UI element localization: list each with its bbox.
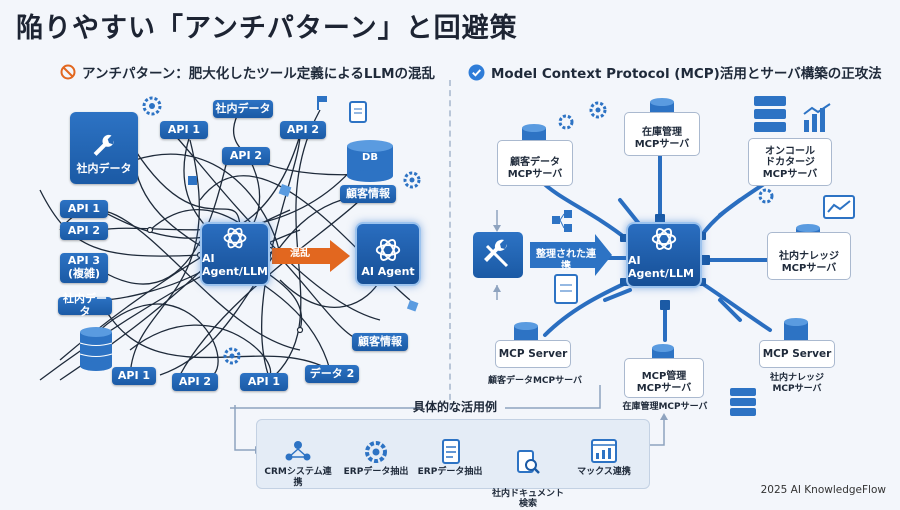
gear-icon: [365, 441, 387, 463]
usecase-label: 社内ドキュメント 検索: [491, 488, 564, 510]
server-rack-icon: [730, 388, 756, 416]
right-heading: Model Context Protocol (MCP)活用とサーバ構築の正攻法: [468, 62, 882, 82]
ai-agent-llm-mcp: AI Agent/LLM: [626, 222, 702, 288]
mcp-server-left-caption: 顧客データMCPサーバ: [487, 376, 583, 386]
network-icon: [552, 210, 572, 232]
check-icon: [468, 64, 485, 80]
usecase-max: マックス連携: [566, 439, 642, 478]
chart-window-icon: [823, 195, 855, 219]
left-heading-text: アンチパターン：肥大化したツール定義によるLLMの混乱: [82, 66, 436, 82]
section-divider: [449, 80, 451, 410]
data2-box: データ 2: [305, 365, 359, 383]
flag-icon: [317, 96, 327, 110]
ai-agent: AI Agent: [355, 222, 421, 286]
internal-data-tool: 社内データ: [70, 112, 138, 184]
gear-icon: [758, 188, 774, 204]
ai-agent-llm-confused: AI Agent/LLM: [200, 222, 270, 286]
api2-box: API 2: [60, 222, 108, 240]
organized-arrow: [530, 234, 612, 276]
usecase-title: 具体的な活用例: [412, 400, 497, 414]
usecase-doc-search: 社内ドキュメント 検索: [490, 439, 566, 510]
customer-info-box: 顧客情報: [352, 333, 408, 351]
gear-icon: [223, 347, 241, 365]
api2-box: API 2: [222, 147, 270, 165]
usecase-erp-gear: ERPデータ抽出: [338, 439, 414, 478]
usecase-crm: CRMシステム連携: [260, 439, 336, 489]
api1-box: API 1: [112, 367, 156, 385]
document-icon: [442, 439, 460, 464]
usecase-label: CRMシステム連携: [264, 467, 332, 488]
wrench-icon: [484, 239, 509, 268]
ai-knot-icon: [375, 239, 401, 261]
customer-data-mcp-server: 顧客データ MCPサーバ: [497, 140, 573, 186]
ai-knot-icon: [651, 228, 677, 250]
customer-info-box: 顧客情報: [340, 185, 396, 203]
api2-box: API 2: [172, 373, 218, 391]
wrench-icon: [93, 135, 115, 157]
oncall-mcp-server: オンコール ドカタージ MCPサーバ: [748, 138, 832, 186]
chart-window-icon: [591, 439, 617, 463]
mcp-server-right: MCP Server: [759, 340, 835, 368]
inventory-caption: 在庫管理MCPサーバ: [622, 402, 708, 412]
api1-box: API 1: [160, 121, 208, 139]
tools-box: [473, 232, 523, 278]
prohibited-icon: [60, 64, 76, 80]
api3-box: API 3 (複雑): [60, 253, 108, 283]
agent2-label: AI Agent: [361, 265, 415, 278]
bar-chart-icon: [803, 103, 831, 132]
usecase-label: マックス連携: [577, 467, 631, 477]
right-heading-text: Model Context Protocol (MCP)活用とサーバ構築の正攻法: [491, 66, 882, 82]
left-heading: アンチパターン：肥大化したツール定義によるLLMの混乱: [60, 62, 435, 82]
knowledge-mcp-server: 社内ナレッジ MCPサーバ: [767, 232, 851, 280]
gear-icon: [589, 101, 607, 119]
api1-box: API 1: [240, 373, 288, 391]
cube-icon: [278, 184, 292, 197]
cube-icon: [406, 300, 419, 312]
cube-icon: [188, 176, 197, 185]
agent-label: AI Agent/LLM: [202, 252, 268, 278]
usecase-erp-document: ERPデータ抽出: [412, 439, 488, 478]
search-document-icon: [517, 449, 540, 474]
mcp-server-left: MCP Server: [495, 340, 571, 368]
usecase-label: ERPデータ抽出: [417, 467, 483, 477]
database-icon: [347, 140, 393, 182]
server-rack-icon: [754, 96, 786, 132]
page-title: 陥りやすい「アンチパターン」と回避策: [16, 13, 518, 44]
internal-data-tool-label: 社内データ: [76, 162, 132, 176]
inventory-mcp-server: 在庫管理 MCPサーバ: [624, 112, 700, 156]
confusion-label: 混乱: [290, 248, 310, 259]
ai-knot-icon: [223, 227, 247, 249]
document-icon: [349, 101, 367, 123]
db-label: DB: [362, 152, 378, 163]
mcp-server-right-caption: 社内ナレッジ MCPサーバ: [769, 373, 824, 394]
internal-data-box: 社内データ: [213, 100, 273, 118]
api1-box: API 1: [60, 200, 108, 218]
db-cylinder: DB: [345, 140, 395, 182]
gear-icon: [403, 171, 421, 189]
api2-box: API 2: [280, 121, 326, 139]
usecase-label: ERPデータ抽出: [343, 467, 409, 477]
agent-label: AI Agent/LLM: [628, 254, 694, 280]
database-icon: [79, 327, 113, 371]
footer-credit: 2025 AI KnowledgeFlow: [760, 484, 886, 496]
confusion-arrow: [272, 240, 350, 272]
flow-lines: [230, 210, 665, 451]
gear-icon: [558, 114, 574, 130]
internal-data-box: 社内データ: [58, 293, 112, 318]
document-icon: [554, 274, 578, 304]
gear-icon: [142, 96, 162, 116]
inventory-mcp-server-bottom: MCP管理 MCPサーバ: [624, 358, 704, 398]
people-network-icon: [285, 441, 311, 461]
organized-label: 整理された連携: [536, 249, 596, 272]
